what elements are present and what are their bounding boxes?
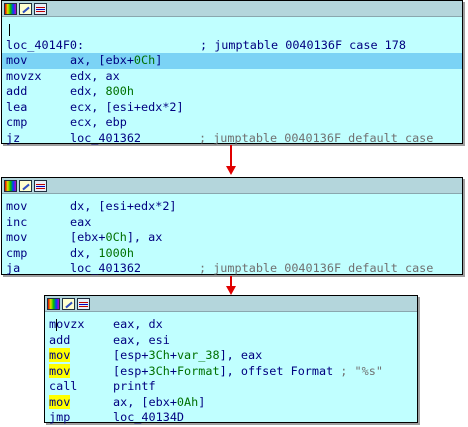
operand[interactable]: loc_40134D [113,410,185,424]
mnemonic[interactable]: movzx [49,317,85,331]
operand[interactable]: ecx, [esi+edx*2] [70,99,184,114]
operand[interactable]: dx, [esi+edx*2] [70,199,177,213]
line-comment: ; jumptable 0040136F default case [199,130,434,145]
code-line[interactable]: ja loc_401362 ; jumptable 0040136F default… [2,261,462,277]
flow-edge [230,276,232,288]
block-header [2,178,462,194]
operand[interactable]: eax, dx [113,317,163,331]
operand[interactable]: dx, [70,245,99,260]
palette-icon[interactable] [4,2,17,15]
code-line[interactable]: jz loc_401362 ; jumptable 0040136F default… [2,131,462,147]
operand[interactable]: loc_401362 [70,261,142,275]
text-cursor [56,319,57,331]
immediate[interactable]: 3Ch [148,348,170,362]
mnemonic[interactable]: add [49,332,71,347]
graph-icon[interactable] [77,297,90,310]
code-line[interactable]: add edx, 800h [2,84,462,100]
flow-arrow [226,286,236,295]
immediate[interactable]: 800h [105,84,134,98]
immediate[interactable]: 3Ch [148,363,170,378]
code-line[interactable]: mov [esp+3Ch+var_38], eax [45,348,417,364]
code-line[interactable]: cmp ecx, ebp [2,115,462,131]
mnemonic[interactable]: mov [6,199,28,213]
code-line[interactable]: lea ecx, [esi+edx*2] [2,100,462,116]
code-line[interactable]: inc eax [2,215,462,231]
edit-icon[interactable] [19,179,32,192]
code-label[interactable]: loc_4014F0: [6,37,85,52]
palette-icon[interactable] [4,179,17,192]
block-header [2,1,462,17]
stack-var[interactable]: Format [176,363,220,378]
label-comment: ; jumptable 0040136F case 178 [200,37,406,52]
operand[interactable]: [ebx+ [70,230,106,244]
operand[interactable]: ], eax [219,348,263,362]
code-label-line[interactable]: loc_4014F0: ; jumptable 0040136F case 178 [2,38,462,54]
mnemonic[interactable]: call [49,379,78,393]
operand[interactable]: + [169,363,177,378]
mnemonic-highlighted[interactable]: mov [49,363,71,378]
immediate[interactable]: 0Ch [133,53,156,67]
code-line[interactable]: mov [esp+3Ch+Format], offset Format ; "%s… [45,363,417,380]
operand[interactable]: ], offset Format [219,363,334,378]
code-line[interactable]: movzx eax, dx [45,317,417,333]
operand[interactable]: [esp+ [113,363,149,378]
operand[interactable]: edx, [70,84,106,98]
graph-icon[interactable] [34,2,47,15]
line-comment: ; "%s" [333,363,383,378]
code-line[interactable]: add eax, esi [45,333,417,349]
operand[interactable]: printf [113,379,156,393]
code-line[interactable]: mov [ebx+0Ch], ax [2,230,462,246]
immediate[interactable]: 1000h [98,245,134,260]
operand[interactable]: ] [198,394,206,409]
operand[interactable]: ax, [ebx+ [70,53,134,67]
mnemonic[interactable]: movzx [6,68,42,83]
immediate[interactable]: 0Ah [176,394,199,409]
flow-arrow [226,166,236,175]
mnemonic[interactable]: ja [6,261,21,275]
mnemonic[interactable]: add [6,84,28,98]
code-line[interactable]: mov dx, [esi+edx*2] [2,199,462,215]
edit-icon[interactable] [19,2,32,15]
mnemonic-highlighted[interactable]: mov [49,348,71,362]
immediate[interactable]: 0Ch [105,230,127,244]
mnemonic[interactable]: mov [6,230,28,244]
graph-block-2[interactable]: mov dx, [esi+edx*2] inc eax mov [ebx+0Ch], … [1,177,463,275]
graph-block-3[interactable]: movzx eax, dx add eax, esi mov [esp+3Ch+var… [44,295,418,426]
code-line[interactable]: movzx edx, ax [2,69,462,85]
block-header [45,296,417,312]
mnemonic[interactable]: mov [6,53,28,67]
edit-icon[interactable] [62,297,75,310]
operand[interactable]: eax [70,214,92,229]
stack-var[interactable]: var_38 [176,348,220,362]
operand[interactable]: [esp+ [113,348,149,362]
mnemonic[interactable]: lea [6,99,28,114]
blank-line[interactable] [2,22,462,38]
code-line[interactable]: jmp loc_40134D [45,410,417,426]
operand[interactable]: + [169,348,177,362]
code-line[interactable]: cmp dx, 1000h [2,246,462,262]
operand[interactable]: ecx, ebp [70,115,127,129]
mnemonic-highlighted[interactable]: mov [49,394,71,409]
operand[interactable]: ax, [ebx+ [113,394,177,409]
operand[interactable]: eax, esi [113,332,170,347]
code-line[interactable]: mov ax, [ebx+0Ch] [2,53,462,69]
operand[interactable]: loc_401362 [70,130,142,145]
operand[interactable]: ] [155,53,163,67]
mnemonic[interactable]: inc [6,214,28,229]
palette-icon[interactable] [47,297,60,310]
mnemonic[interactable]: cmp [6,115,28,129]
text-cursor [9,23,10,36]
code-line[interactable]: call printf [45,379,417,395]
graph-block-1[interactable]: loc_4014F0: ; jumptable 0040136F case 178… [1,0,463,147]
code-line[interactable]: mov ax, [ebx+0Ah] [45,394,417,411]
graph-icon[interactable] [34,179,47,192]
mnemonic[interactable]: jmp [49,410,71,424]
mnemonic[interactable]: jz [6,130,21,145]
operand[interactable]: edx, ax [70,68,120,83]
mnemonic[interactable]: cmp [6,245,28,260]
flow-edge [230,145,232,168]
operand[interactable]: ], ax [126,230,163,244]
line-comment: ; jumptable 0040136F default case [199,261,434,275]
